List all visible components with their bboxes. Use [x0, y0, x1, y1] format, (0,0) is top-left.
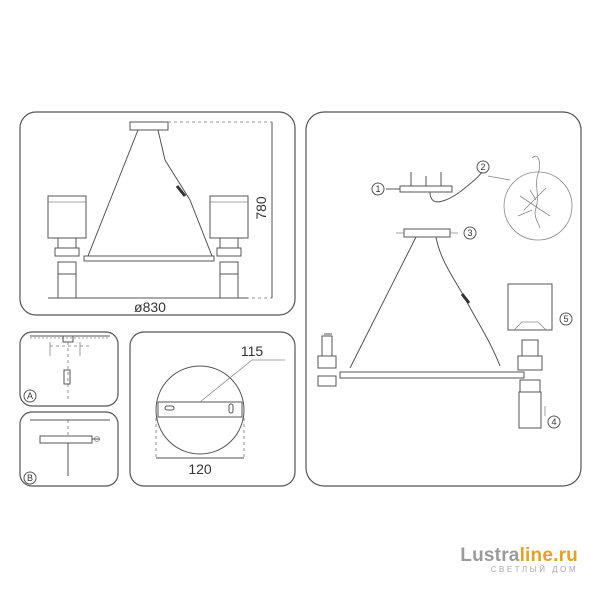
callout-3: 3 [467, 228, 472, 238]
canopy [129, 121, 169, 131]
lamp-left [47, 195, 87, 299]
canopy-diameter-dimension: 120 [188, 461, 212, 477]
lamp-holder-left [317, 333, 337, 387]
suspension-cable-left [349, 236, 417, 369]
bracket-width-dimension: 115 [241, 343, 264, 359]
lamp-diffuser [518, 391, 542, 429]
detail-zoom-circle [503, 171, 573, 241]
panel-mounting-step-a: A [19, 331, 119, 407]
panel-overall-dimensions: 780 ø830 [19, 111, 296, 316]
watermark-brand: Lustraline.ru [460, 545, 578, 566]
callout-5: 5 [563, 314, 568, 324]
cable-clamp [175, 185, 187, 197]
panel-mounting-step-b: B [19, 411, 119, 487]
callout-2: 2 [480, 162, 485, 172]
watermark-subtitle: СВЕТЛЫЙ ДОМ [490, 565, 578, 574]
height-dimension: 780 [253, 196, 269, 220]
watermark-logo: Lustraline.ru СВЕТЛЫЙ ДОМ [460, 545, 578, 574]
callout-a-circle [23, 389, 37, 403]
suspension-cable-right [157, 129, 213, 257]
callout-1: 1 [375, 184, 380, 194]
lamp-shade [507, 283, 553, 331]
callout-4: 4 [551, 417, 556, 427]
lamp-right-assembly [507, 283, 553, 429]
panel-canopy-detail: 115 120 [129, 331, 296, 487]
callout-b-circle [23, 471, 37, 485]
callout-b: B [27, 473, 33, 483]
panel-assembly: 1 2 3 [305, 111, 582, 487]
lamp-right [209, 195, 249, 299]
lamp-bar [83, 255, 215, 262]
callout-a: A [27, 391, 33, 401]
canopy-circle [155, 365, 245, 455]
suspension-cable-left [87, 129, 139, 257]
lamp-bar [339, 371, 525, 379]
diameter-dimension: ø830 [134, 299, 166, 315]
